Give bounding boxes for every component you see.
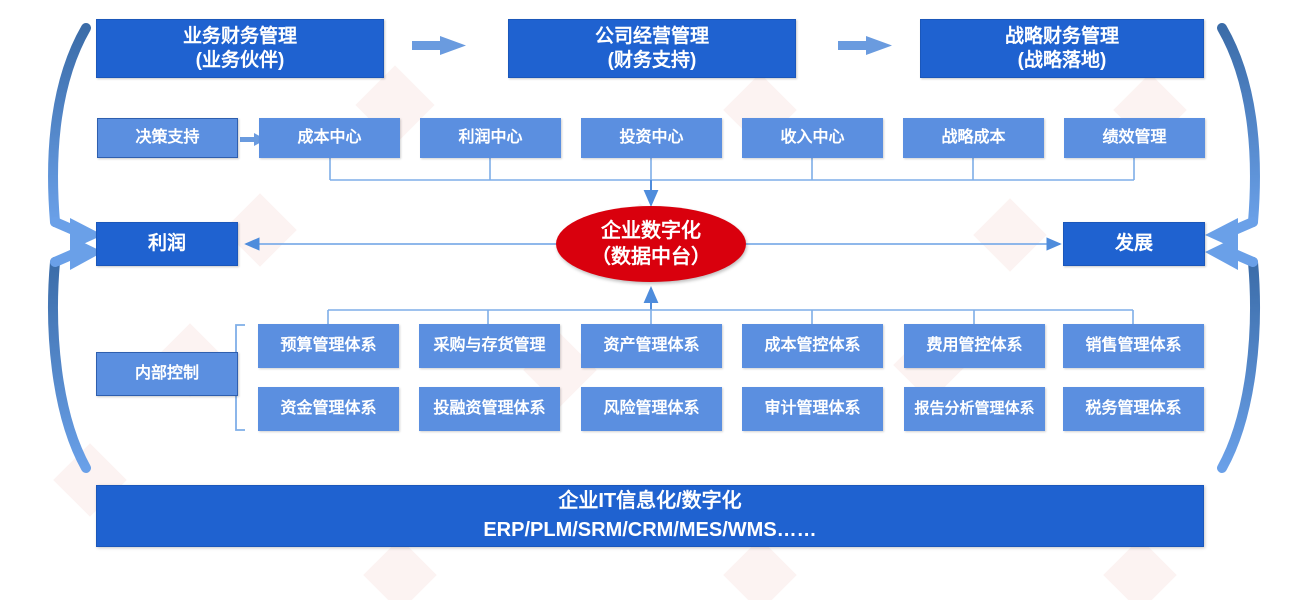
system-box-budget[interactable]: 预算管理体系: [258, 324, 399, 368]
center-box-performance-management[interactable]: 绩效管理: [1064, 118, 1205, 158]
system-box-report-analysis[interactable]: 报告分析管理体系: [904, 387, 1045, 431]
system-box-procurement-inventory[interactable]: 采购与存货管理: [419, 324, 560, 368]
system-box-funds[interactable]: 资金管理体系: [258, 387, 399, 431]
outcome-box-profit[interactable]: 利润: [96, 222, 238, 266]
center-box-strategic-cost[interactable]: 战略成本: [903, 118, 1044, 158]
center-box-profit-center[interactable]: 利润中心: [420, 118, 561, 158]
center-box-revenue-center[interactable]: 收入中心: [742, 118, 883, 158]
center-box-cost-center[interactable]: 成本中心: [259, 118, 400, 158]
outcome-box-development[interactable]: 发展: [1063, 222, 1205, 266]
system-box-risk[interactable]: 风险管理体系: [581, 387, 722, 431]
system-box-cost-control[interactable]: 成本管控体系: [742, 324, 883, 368]
top-box-business-finance[interactable]: 业务财务管理 (业务伙伴): [96, 19, 384, 78]
system-box-sales[interactable]: 销售管理体系: [1063, 324, 1204, 368]
internal-control-box[interactable]: 内部控制: [96, 352, 238, 396]
top-box-strategic-finance[interactable]: 战略财务管理 (战略落地): [920, 19, 1204, 78]
system-box-asset[interactable]: 资产管理体系: [581, 324, 722, 368]
core-ellipse-digitalization[interactable]: 企业数字化 （数据中台）: [556, 206, 746, 282]
center-box-decision-support[interactable]: 决策支持: [97, 118, 238, 158]
footer-banner-it-digitalization[interactable]: 企业IT信息化/数字化 ERP/PLM/SRM/CRM/MES/WMS……: [96, 485, 1204, 547]
center-box-investment-center[interactable]: 投资中心: [581, 118, 722, 158]
top-box-company-operation[interactable]: 公司经营管理 (财务支持): [508, 19, 796, 78]
system-box-tax[interactable]: 税务管理体系: [1063, 387, 1204, 431]
system-box-investment-financing[interactable]: 投融资管理体系: [419, 387, 560, 431]
system-box-expense-control[interactable]: 费用管控体系: [904, 324, 1045, 368]
system-box-audit[interactable]: 审计管理体系: [742, 387, 883, 431]
